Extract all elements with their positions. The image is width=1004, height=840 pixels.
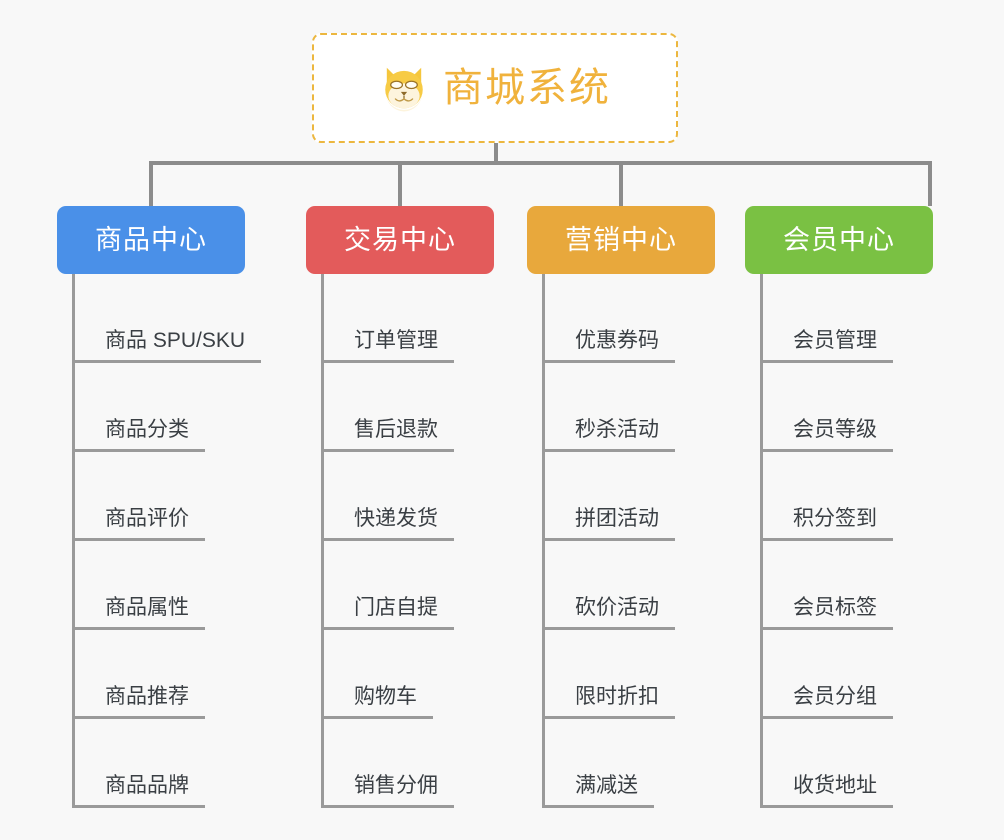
leaf-label: 拼团活动 — [545, 507, 675, 541]
leaf-item[interactable]: 满减送 — [545, 719, 715, 808]
leaf-label: 购物车 — [324, 685, 433, 719]
leaf-label: 门店自提 — [324, 596, 454, 630]
leaf-item[interactable]: 会员管理 — [763, 274, 933, 363]
leaf-item[interactable]: 商品品牌 — [75, 719, 245, 808]
leaf-label: 会员分组 — [763, 685, 893, 719]
leaf-label: 商品属性 — [75, 596, 205, 630]
leaf-item[interactable]: 优惠券码 — [545, 274, 715, 363]
branch-header-marketing-center[interactable]: 营销中心 — [527, 206, 715, 274]
leaf-label: 商品品牌 — [75, 774, 205, 808]
branch-header-member-center[interactable]: 会员中心 — [745, 206, 933, 274]
leaf-item[interactable]: 快递发货 — [324, 452, 494, 541]
connector-drop-2 — [398, 161, 402, 206]
leaf-label: 收货地址 — [763, 774, 893, 808]
leaf-item[interactable]: 商品属性 — [75, 541, 245, 630]
leaf-item[interactable]: 会员分组 — [763, 630, 933, 719]
leaf-item[interactable]: 售后退款 — [324, 363, 494, 452]
leaf-item[interactable]: 购物车 — [324, 630, 494, 719]
leaf-item[interactable]: 会员等级 — [763, 363, 933, 452]
leaf-label: 商品 SPU/SKU — [75, 329, 262, 363]
connector-drop-3 — [619, 161, 623, 206]
leaf-item[interactable]: 销售分佣 — [324, 719, 494, 808]
connector-root-stem — [494, 143, 498, 165]
leaf-label: 砍价活动 — [545, 596, 675, 630]
leaf-label: 优惠券码 — [545, 329, 675, 363]
leaf-label: 销售分佣 — [324, 774, 454, 808]
leaf-item[interactable]: 商品分类 — [75, 363, 245, 452]
leaf-label: 秒杀活动 — [545, 418, 675, 452]
leaf-label: 售后退款 — [324, 418, 454, 452]
leaf-label: 满减送 — [545, 774, 654, 808]
leaf-label: 商品推荐 — [75, 685, 205, 719]
branch-column-member-center: 会员中心 会员管理 会员等级 积分签到 会员标签 会员分组 收货地址 — [745, 206, 933, 808]
leaf-item[interactable]: 收货地址 — [763, 719, 933, 808]
leaf-item[interactable]: 砍价活动 — [545, 541, 715, 630]
leaf-item[interactable]: 会员标签 — [763, 541, 933, 630]
leaf-item[interactable]: 门店自提 — [324, 541, 494, 630]
branch-header-product-center[interactable]: 商品中心 — [57, 206, 245, 274]
leaf-item[interactable]: 积分签到 — [763, 452, 933, 541]
leaf-item[interactable]: 限时折扣 — [545, 630, 715, 719]
leaf-item[interactable]: 商品 SPU/SKU — [75, 274, 262, 363]
branch-header-trade-center[interactable]: 交易中心 — [306, 206, 494, 274]
leaf-label: 订单管理 — [324, 329, 454, 363]
root-node-商城系统[interactable]: 商城系统 — [312, 33, 678, 143]
leaf-label: 会员等级 — [763, 418, 893, 452]
leaf-label: 会员管理 — [763, 329, 893, 363]
connector-drop-1 — [149, 161, 153, 206]
leaf-label: 会员标签 — [763, 596, 893, 630]
branch-items-marketing-center: 优惠券码 秒杀活动 拼团活动 砍价活动 限时折扣 满减送 — [542, 274, 715, 808]
leaf-label: 商品评价 — [75, 507, 205, 541]
branch-column-trade-center: 交易中心 订单管理 售后退款 快递发货 门店自提 购物车 销售分佣 — [306, 206, 494, 808]
leaf-item[interactable]: 拼团活动 — [545, 452, 715, 541]
leaf-item[interactable]: 订单管理 — [324, 274, 494, 363]
root-title: 商城系统 — [443, 66, 611, 110]
branch-column-marketing-center: 营销中心 优惠券码 秒杀活动 拼团活动 砍价活动 限时折扣 满减送 — [527, 206, 715, 808]
leaf-item[interactable]: 商品评价 — [75, 452, 245, 541]
leaf-label: 快递发货 — [324, 507, 454, 541]
leaf-label: 限时折扣 — [545, 685, 675, 719]
connector-horizontal-bus — [149, 161, 932, 165]
branch-column-product-center: 商品中心 商品 SPU/SKU 商品分类 商品评价 商品属性 商品推荐 商品品牌 — [57, 206, 262, 808]
branch-items-member-center: 会员管理 会员等级 积分签到 会员标签 会员分组 收货地址 — [760, 274, 933, 808]
leaf-label: 积分签到 — [763, 507, 893, 541]
branch-items-trade-center: 订单管理 售后退款 快递发货 门店自提 购物车 销售分佣 — [321, 274, 494, 808]
branch-items-product-center: 商品 SPU/SKU 商品分类 商品评价 商品属性 商品推荐 商品品牌 — [72, 274, 262, 808]
connector-drop-4 — [928, 161, 932, 206]
leaf-label: 商品分类 — [75, 418, 205, 452]
leaf-item[interactable]: 秒杀活动 — [545, 363, 715, 452]
shiba-dog-face-icon — [385, 67, 423, 112]
leaf-item[interactable]: 商品推荐 — [75, 630, 245, 719]
